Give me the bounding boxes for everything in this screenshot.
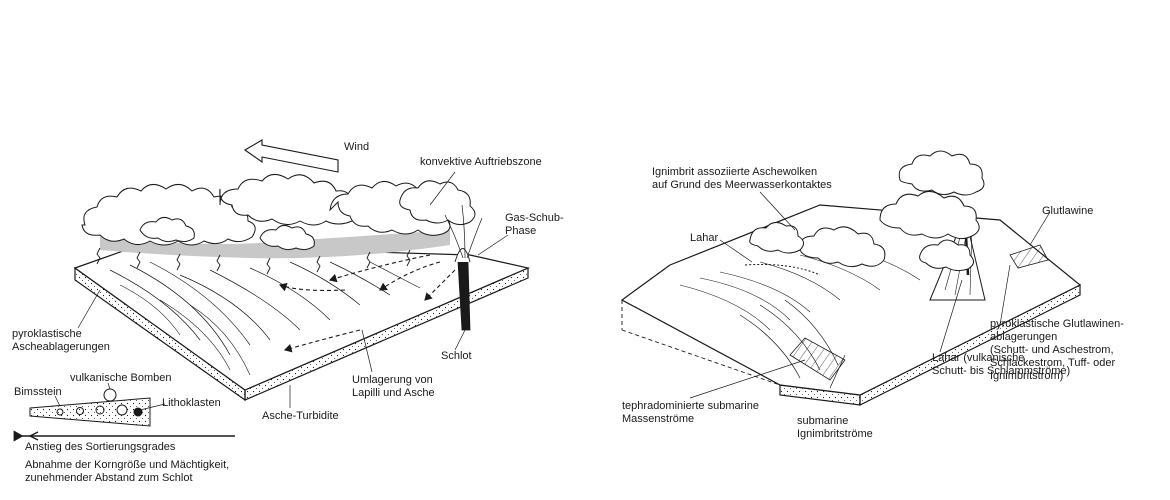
sorting-legend-graphic xyxy=(13,382,235,442)
ash-cloud-left xyxy=(81,174,476,251)
wind-arrow xyxy=(243,139,339,173)
redeposition-label: Umlagerung von Lapilli und Asche xyxy=(352,374,435,399)
ignimbrite-clouds-label: Ignimbrit assoziierte Aschewolken auf Gr… xyxy=(652,166,832,191)
pyroclastic-ash-label: pyroklastische Ascheablagerungen xyxy=(12,328,110,353)
ash-cloud-right xyxy=(749,150,985,272)
wind-label: Wind xyxy=(344,141,370,153)
pyro-avalanche-deposits-label: pyroklastische Glutlawinen- ablagerungen… xyxy=(990,318,1124,382)
legend-bombs-label: vulkanische Bomben xyxy=(70,372,172,384)
lahar-volcanic-label: Lahar (vulkanische Schutt- bis Schlammst… xyxy=(932,352,1071,377)
legend-pumice-label: Bimsstein xyxy=(14,386,62,398)
right-block-diagram xyxy=(620,150,1082,406)
lahar-label: Lahar xyxy=(690,232,719,244)
legend-grain-size-label: Abnahme der Korngröße und Mächtigkeit, z… xyxy=(25,459,230,484)
tephra-flows-label: tephradominierte submarine Massenströme xyxy=(622,400,759,425)
legend-lithics-label: Lithoklasten xyxy=(162,397,221,409)
gas-thrust-label: Gas-Schub- Phase xyxy=(505,212,564,237)
vent-column xyxy=(457,261,471,331)
vent-label: Schlot xyxy=(441,350,472,362)
left-block-diagram xyxy=(73,139,530,408)
legend-sorting-label: Anstieg des Sortierungsgrades xyxy=(25,441,176,453)
ash-turbidite-label: Asche-Turbidite xyxy=(262,410,339,422)
glowing-avalanche-label: Glutlawine xyxy=(1042,205,1094,217)
convective-zone-label: konvektive Auftriebszone xyxy=(420,156,542,168)
submarine-ignimbrite-label: submarine Ignimbritströme xyxy=(797,415,873,440)
